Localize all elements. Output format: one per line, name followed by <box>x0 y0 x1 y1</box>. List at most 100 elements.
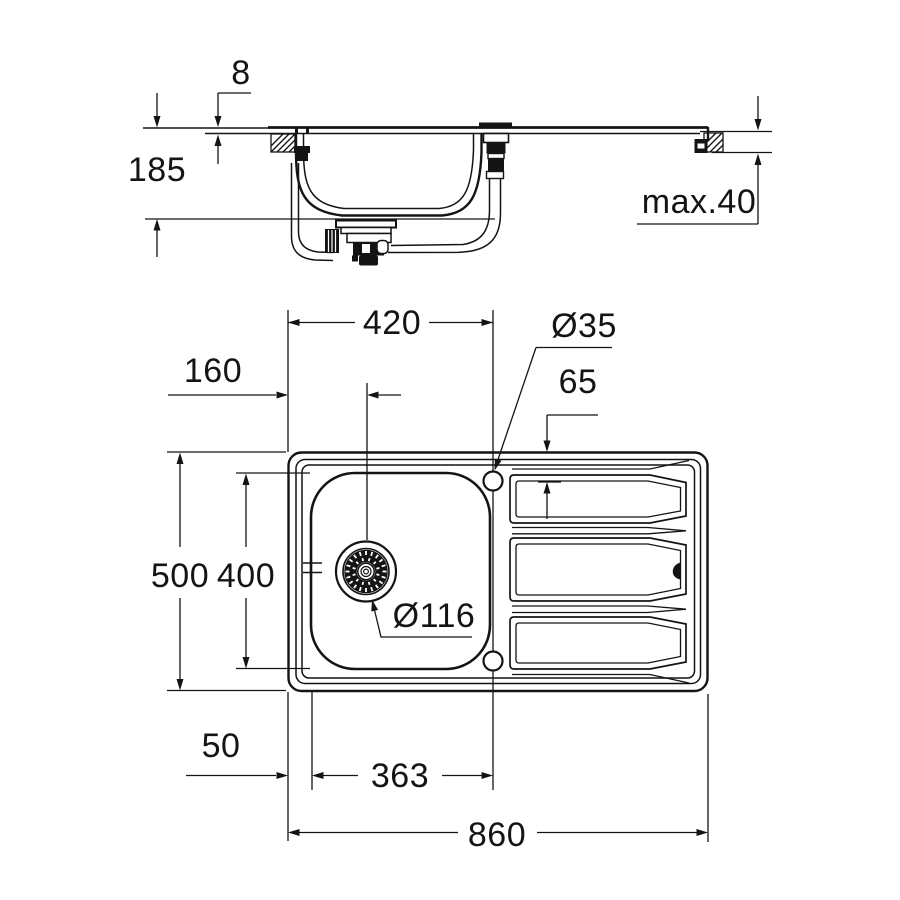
outlet-nub <box>376 239 389 255</box>
faucet-shaft <box>488 158 504 172</box>
arrow-tip <box>494 458 502 471</box>
fold-line-gap1b <box>512 530 687 535</box>
dim-drain-offset <box>168 391 401 399</box>
tap-hole-top <box>482 470 504 492</box>
label-bowl-depth: 400 <box>217 557 275 595</box>
label-overall-depth: 500 <box>151 557 209 595</box>
strainer-center-cap <box>357 562 375 581</box>
arrow-down <box>543 440 551 452</box>
fold-line-gap1a <box>512 526 687 532</box>
dim-installation-depth <box>153 93 161 257</box>
arrow-up <box>543 482 551 494</box>
hatch-line <box>270 133 284 147</box>
overflow-pipe-outer <box>290 163 334 262</box>
rim-tick <box>306 127 309 134</box>
dim-bowl-depth <box>242 473 250 669</box>
arrow-left <box>288 319 300 326</box>
faucet-tailpiece <box>479 122 512 180</box>
faucet-deck-plate <box>479 122 512 128</box>
faucet-body <box>486 142 506 154</box>
strainer-holes <box>345 551 387 592</box>
label-drain-offset: 160 <box>184 352 242 390</box>
overflow-pipe-inner <box>297 163 334 254</box>
dim-edge-to-bowl <box>186 772 288 779</box>
label-overall-length: 860 <box>468 816 526 854</box>
hatch-line <box>270 133 290 153</box>
label-drain-diameter: Ø116 <box>393 597 476 635</box>
label-groove-offset: 65 <box>559 363 598 401</box>
dim-overall-length <box>288 829 708 836</box>
groove-2-outer <box>509 537 687 602</box>
arrow-right <box>481 319 493 326</box>
arrow-up <box>754 153 762 165</box>
trap-lower <box>359 255 378 266</box>
dim-tap-offset <box>288 319 493 326</box>
arrow-up <box>176 452 184 464</box>
arrow-left <box>367 391 379 399</box>
drainer-grooves <box>509 459 690 684</box>
drain-assembly <box>325 219 397 266</box>
arrow-up <box>214 134 222 146</box>
arrow-right <box>481 772 493 779</box>
arrow-left <box>312 772 324 779</box>
dim-groove-offset <box>538 414 598 519</box>
fold-line-gap2a <box>512 605 687 610</box>
label-rim-height: 8 <box>231 54 250 92</box>
arrow-down <box>176 679 184 691</box>
arrow-up <box>242 473 250 485</box>
hatch-line <box>282 139 296 153</box>
dim-countertop-max <box>637 96 772 225</box>
label-edge-to-bowl: 50 <box>202 727 241 765</box>
groove-2-inner <box>515 543 682 596</box>
label-countertop-max: max.40 <box>642 183 757 221</box>
dim-overall-depth <box>176 452 184 691</box>
drain-outer-circle <box>334 540 398 603</box>
sink-outer-edge <box>287 451 709 693</box>
drain-strainer <box>334 540 398 603</box>
faucet-collar <box>482 132 510 144</box>
drain-ring <box>342 547 390 596</box>
mounting-clamp-slot <box>697 143 705 149</box>
plan-view <box>167 310 709 842</box>
hatch-line <box>715 144 724 153</box>
hatch-line <box>709 138 724 153</box>
side-view <box>143 92 772 266</box>
arrow-left <box>288 829 300 836</box>
tap-hole-bottom <box>482 650 504 672</box>
groove-3-outer <box>509 616 687 670</box>
bowl-outline <box>309 471 492 671</box>
strainer-center-ring2 <box>363 568 370 575</box>
dim-rim-height <box>214 92 251 164</box>
fold-line-bottom <box>512 673 690 684</box>
faucet-band <box>487 152 505 160</box>
dim-drain-diameter-leader <box>371 599 472 638</box>
dim-bowl-to-tap <box>312 772 493 779</box>
overflow-fitting <box>294 146 310 153</box>
rim-tick <box>295 127 298 134</box>
strainer-annulus <box>344 549 388 594</box>
trap-lower-left <box>352 255 358 262</box>
leader-line <box>373 610 472 638</box>
arrow-down <box>153 116 161 128</box>
hose-connector <box>485 170 505 180</box>
dimension-labels: 8 185 max.40 420 Ø35 160 65 500 400 Ø116… <box>128 54 756 854</box>
trap-slot <box>362 244 370 253</box>
drainer-clip-tab <box>672 562 681 580</box>
label-tap-offset: 420 <box>363 304 421 342</box>
leader-diagonal <box>497 347 537 460</box>
overflow-fitting-lower <box>296 153 308 161</box>
hose-outer <box>387 178 502 254</box>
strainer-center-ring <box>360 565 372 578</box>
label-installation-depth: 185 <box>128 151 186 189</box>
hatch-line <box>276 133 296 153</box>
extension-lines <box>167 310 709 842</box>
countertop-section-left <box>270 133 296 153</box>
arrow-down <box>242 657 250 669</box>
arrow-tip <box>371 599 379 612</box>
groove-1-inner <box>515 480 682 518</box>
hose-inner <box>390 178 491 247</box>
label-tap-diameter: Ø35 <box>551 307 617 345</box>
groove-1-outer <box>509 474 687 524</box>
